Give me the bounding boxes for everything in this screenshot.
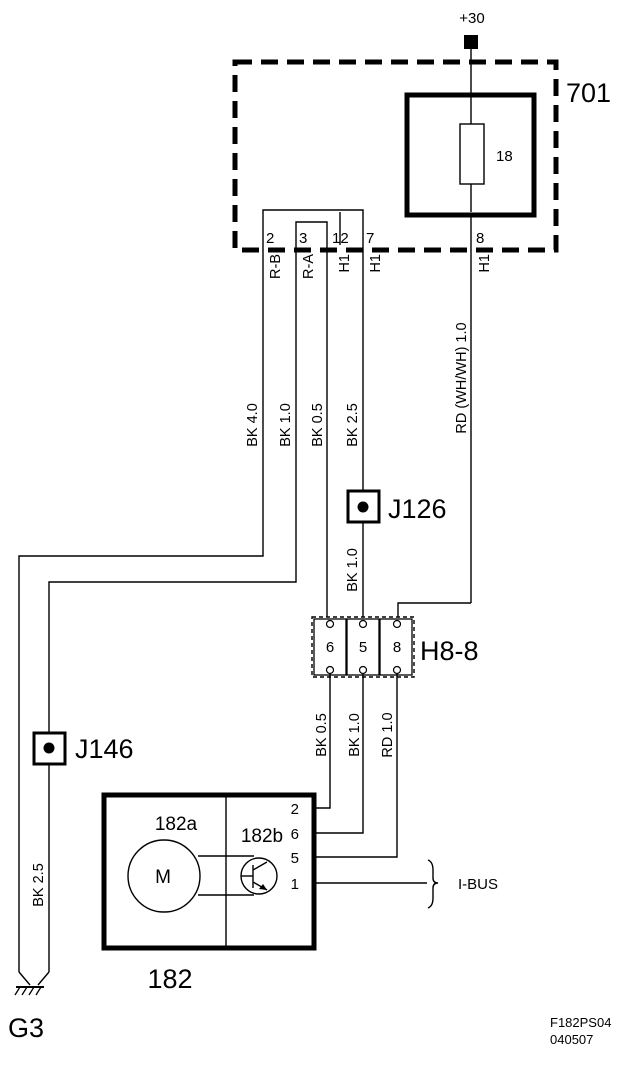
connector-pin-8: 8 (393, 639, 401, 656)
wire-label-bk-2-5: BK 2.5 (345, 403, 361, 447)
component-182a-label: 182a (155, 814, 198, 835)
fuse-symbol (459, 123, 485, 185)
box-701 (232, 59, 559, 253)
box-701-label: 701 (566, 78, 611, 108)
wire-bk-1-0-ground (48, 245, 297, 972)
splice-j126-label: J126 (388, 494, 447, 524)
terminal-6-top (325, 619, 335, 629)
ground-wire-join-right (37, 971, 50, 986)
transistor-collector (252, 861, 268, 871)
transistor-emitter-arrow (259, 884, 267, 890)
component-pin-6: 6 (291, 826, 299, 843)
wire-label-rd-wh: RD (WH/WH) 1.0 (454, 322, 470, 433)
pin-7-number: 7 (366, 230, 374, 247)
pin-8-label: H1 (477, 254, 493, 273)
terminal-6-bottom (325, 665, 335, 675)
component-pin-2: 2 (291, 801, 299, 818)
terminal-5-top (358, 619, 368, 629)
terminal-8-bottom (392, 665, 402, 675)
supply-label: +30 (459, 10, 484, 27)
motor-label: M (155, 867, 171, 888)
ibus-bracket (427, 859, 439, 909)
wire-label-bk-1-0-lower: BK 1.0 (347, 713, 363, 757)
pin-7-label: H1 (368, 254, 384, 273)
pin-2-number: 2 (266, 230, 274, 247)
connector-pin-5: 5 (359, 639, 367, 656)
wire-label-bk-4-0: BK 4.0 (245, 403, 261, 447)
splice-j126-dot (357, 501, 369, 513)
wire-label-rd-1-0-lower: RD 1.0 (380, 712, 396, 757)
wire-to-pin-2 (314, 674, 331, 809)
wire-to-pin-6 (314, 674, 364, 834)
ground-label: G3 (8, 1013, 44, 1043)
internal-link-3 (295, 221, 328, 245)
wire-label-bk-2-5-ground: BK 2.5 (31, 863, 47, 907)
ground-symbol (14, 986, 44, 996)
wire-label-bk-0-5-lower: BK 0.5 (314, 713, 330, 757)
supply-terminal (464, 35, 478, 49)
pin-3-label: R-A (301, 254, 317, 279)
connector-pin-6: 6 (326, 639, 334, 656)
motor-icon (127, 839, 201, 913)
connector-cavity-8 (379, 618, 413, 676)
internal-link-2-7 (262, 209, 364, 245)
ibus-label: I-BUS (458, 876, 498, 893)
component-182-label: 182 (147, 964, 192, 994)
ground-wire-join-left (18, 971, 31, 986)
wire-label-bk-1-0-mid: BK 1.0 (345, 548, 361, 592)
connector-label: H8-8 (420, 636, 479, 666)
wire-rd-to-connector (397, 602, 471, 619)
pin-8-number: 8 (476, 230, 484, 247)
pin-3-number: 3 (299, 230, 307, 247)
wire-label-bk-1-0: BK 1.0 (278, 403, 294, 447)
wire-label-bk-0-5: BK 0.5 (310, 403, 326, 447)
splice-j146-label: J146 (75, 734, 134, 764)
component-pin-5: 5 (291, 850, 299, 867)
component-182b-label: 182b (241, 826, 283, 847)
pin-12-label: H1 (337, 254, 353, 273)
fuse-number: 18 (496, 148, 513, 165)
terminal-8-top (392, 619, 402, 629)
wire-to-pin-5 (314, 674, 398, 858)
component-pin-1: 1 (291, 876, 299, 893)
pin-12-number: 12 (332, 230, 349, 247)
terminal-5-bottom (358, 665, 368, 675)
splice-j146-dot (43, 742, 55, 754)
pin-2-label: R-B (268, 254, 284, 279)
wire-bk-4-0 (18, 245, 264, 972)
reference-date: 040507 (550, 1032, 593, 1047)
reference-code: F182PS04 (550, 1015, 611, 1030)
